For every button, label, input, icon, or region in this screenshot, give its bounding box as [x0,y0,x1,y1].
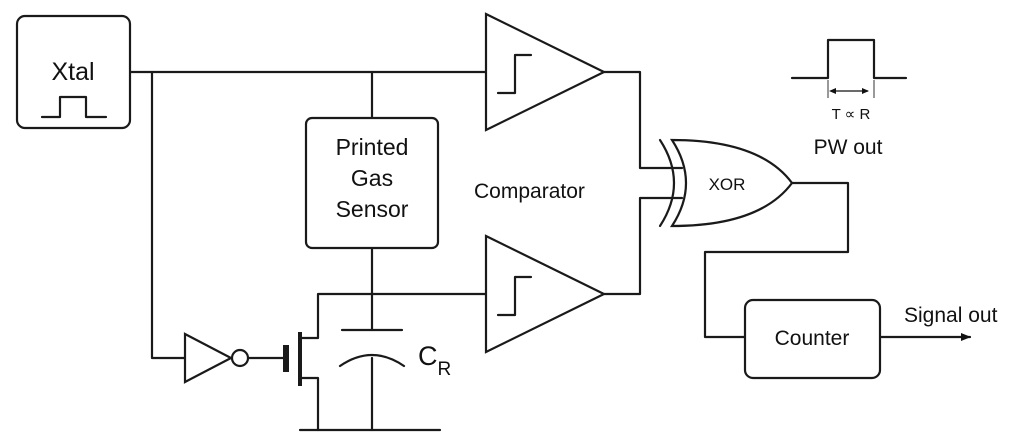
counter-block: Counter [743,298,882,380]
hysteresis-icon-top [496,53,533,95]
wires [128,70,972,432]
capacitor-label: CR [418,341,451,380]
pulse-waveform-icon [790,38,908,80]
hysteresis-icon-bottom [496,275,533,317]
inverter [183,332,250,384]
wire-transistor-drain [299,292,488,340]
comparator-top-triangle [484,12,607,132]
counter-label: Counter [775,327,850,350]
capacitor-label-main: C [418,341,438,371]
pulse-width-arrow-left-head [829,88,836,94]
xor-body [669,138,794,228]
signal-out-label: Signal out [904,304,998,327]
inverter-bubble [230,348,250,368]
xor-gate: XOR [658,138,794,228]
comparator-top [484,12,607,132]
comparator-bottom-triangle [484,234,607,354]
xtal-box [15,14,132,130]
capacitor-plate-bottom [338,354,406,368]
wire-top-comp-to-xor [602,70,684,170]
inverter-triangle [183,332,234,384]
sensor-line-3: Sensor [336,196,409,222]
wire-left-vertical [150,70,187,360]
pw-out-label: PW out [814,136,883,159]
transistor [283,332,302,386]
gas-sensor-block: Printed Gas Sensor [304,116,440,250]
pulse-annotation: T ∝ R PW out [790,38,908,159]
wire-bottom-comp-to-xor [602,196,684,296]
gas-sensor-box [304,116,440,250]
sensor-line-1: Printed [336,134,409,160]
xor-input-arc [658,138,676,228]
sensor-line-2: Gas [351,165,393,191]
pulse-relation-label: T ∝ R [832,106,871,123]
xor-label: XOR [709,175,746,194]
wire-xor-to-counter [703,181,850,339]
capacitor: CR [338,328,451,380]
xtal-block: Xtal [15,14,132,130]
capacitor-label-subscript: R [438,359,452,380]
wire-transistor-source [299,376,320,432]
comparator-bottom [484,234,607,354]
xtal-pulse-icon [40,95,108,119]
counter-box [743,298,882,380]
xtal-label: Xtal [51,58,94,86]
comparator-label: Comparator [474,180,585,203]
